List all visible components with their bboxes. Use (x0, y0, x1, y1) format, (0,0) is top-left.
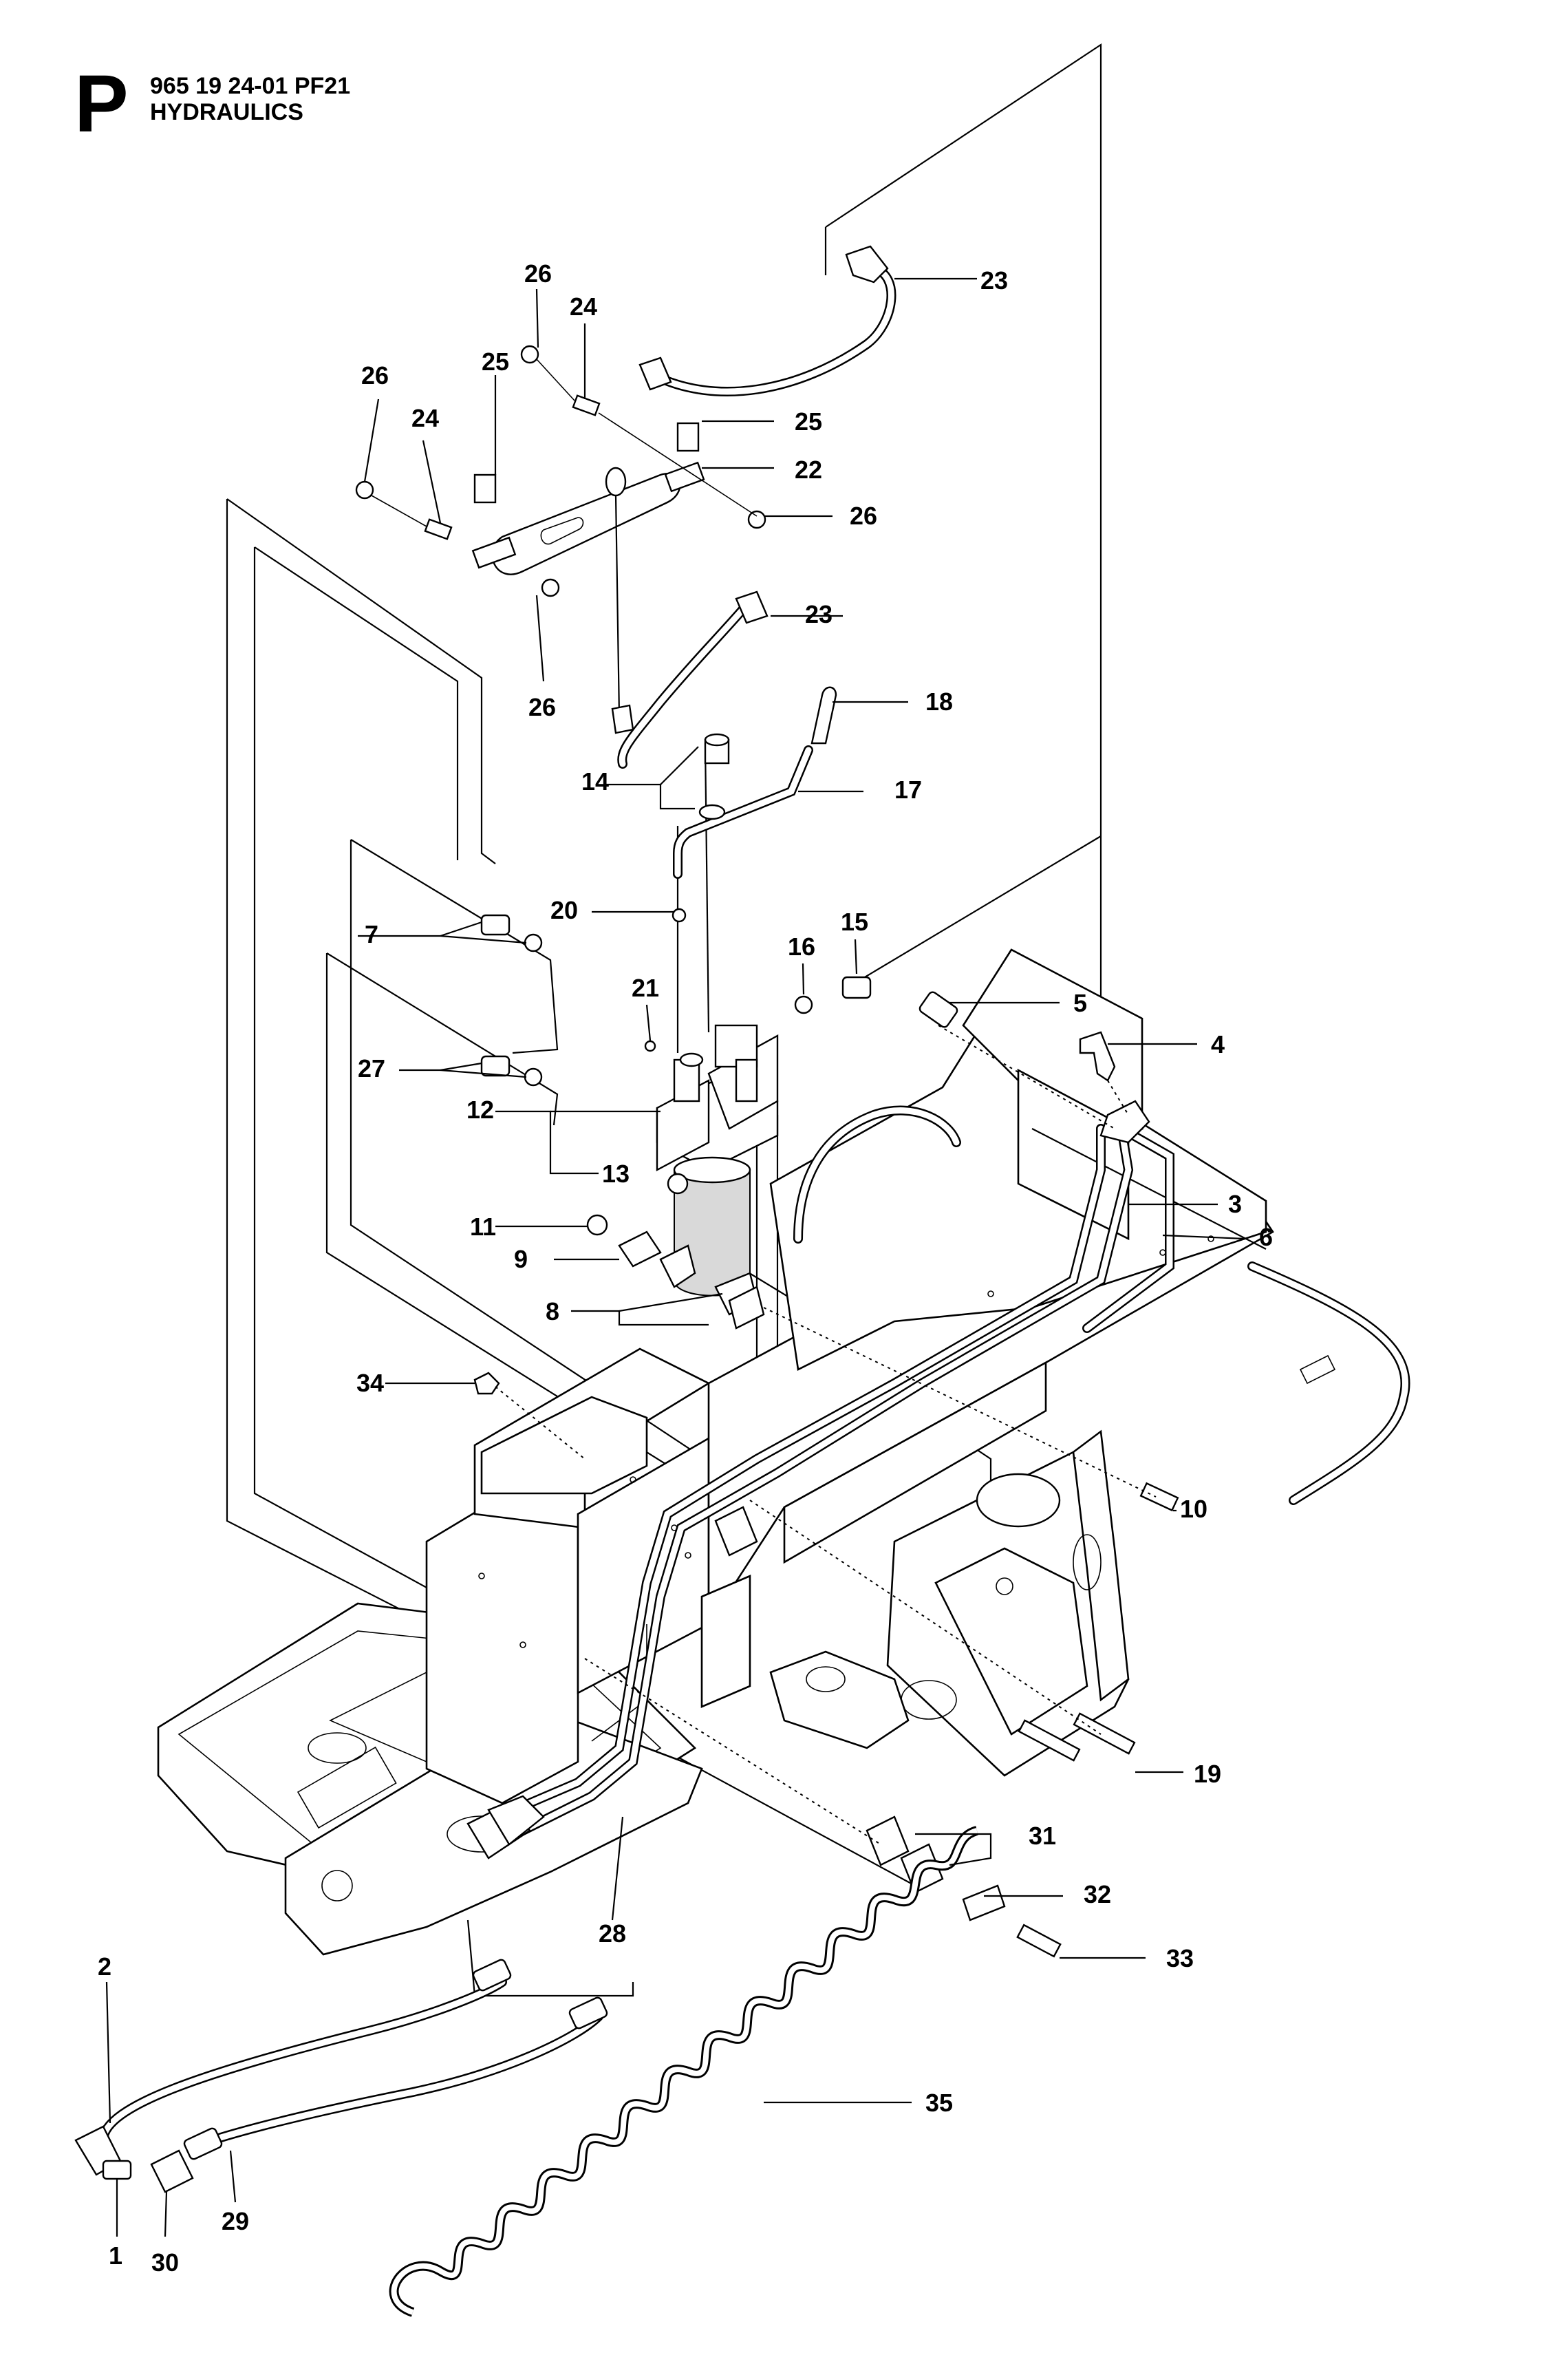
callout-19: 19 (1194, 1760, 1221, 1788)
part-number: 965 19 24-01 PF21 (150, 73, 351, 99)
callout-labels: 23 25 22 26 23 18 17 14 20 21 16 15 5 4 … (98, 259, 1273, 2277)
callout-26-top: 26 (524, 259, 552, 288)
callout-23-upper: 23 (980, 266, 1008, 295)
callout-31: 31 (1029, 1822, 1056, 1850)
callout-4: 4 (1211, 1030, 1225, 1058)
callout-2: 2 (98, 1952, 111, 1981)
callout-26-lower: 26 (528, 693, 556, 721)
callout-18: 18 (925, 688, 953, 716)
control-lever (673, 686, 837, 879)
spiral-hose-guard (389, 1826, 979, 2317)
callout-1: 1 (109, 2241, 122, 2270)
callout-24-top: 24 (570, 292, 597, 321)
callout-8: 8 (546, 1297, 559, 1325)
callout-23-lower: 23 (805, 600, 833, 628)
lower-hoses (74, 1959, 608, 2193)
fittings (473, 733, 1179, 1958)
lift-cylinder (355, 345, 766, 716)
callout-24-left: 24 (411, 404, 439, 432)
callout-26-right: 26 (850, 502, 877, 530)
callout-11: 11 (470, 1213, 496, 1241)
callout-28: 28 (599, 1919, 626, 1948)
callout-17: 17 (894, 776, 922, 804)
hose-23-lower (611, 590, 769, 769)
callout-15: 15 (841, 908, 868, 936)
callout-9: 9 (514, 1245, 528, 1273)
callout-35: 35 (925, 2089, 953, 2117)
leader-lines (105, 277, 1246, 2237)
callout-30: 30 (151, 2248, 179, 2277)
hose-23-upper (638, 245, 896, 397)
callout-16: 16 (788, 933, 815, 961)
callout-13: 13 (602, 1160, 630, 1188)
section-letter: P (74, 58, 129, 149)
callout-20: 20 (550, 896, 578, 924)
callout-34: 34 (356, 1369, 384, 1397)
control-valve-assembly (656, 743, 779, 1297)
callout-14: 14 (581, 767, 609, 796)
dashed-connectors (495, 1025, 1157, 1845)
callout-5: 5 (1073, 989, 1087, 1017)
callout-25-left: 25 (482, 348, 509, 376)
callout-6: 6 (1259, 1223, 1273, 1251)
callout-26-left: 26 (361, 361, 389, 390)
callout-12: 12 (466, 1096, 494, 1124)
callout-10: 10 (1180, 1495, 1207, 1523)
callout-33: 33 (1166, 1944, 1194, 1972)
callout-7: 7 (365, 920, 378, 948)
callout-29: 29 (222, 2207, 249, 2235)
hydraulic-lines (466, 1100, 1174, 1860)
callout-3: 3 (1228, 1190, 1242, 1218)
mower-chassis (157, 948, 1410, 1956)
callout-25-right: 25 (795, 407, 822, 436)
callout-32: 32 (1084, 1880, 1111, 1908)
callout-21: 21 (632, 974, 659, 1002)
diagram-title: HYDRAULICS (150, 99, 303, 125)
callout-27: 27 (358, 1054, 385, 1083)
callout-22: 22 (795, 456, 822, 484)
